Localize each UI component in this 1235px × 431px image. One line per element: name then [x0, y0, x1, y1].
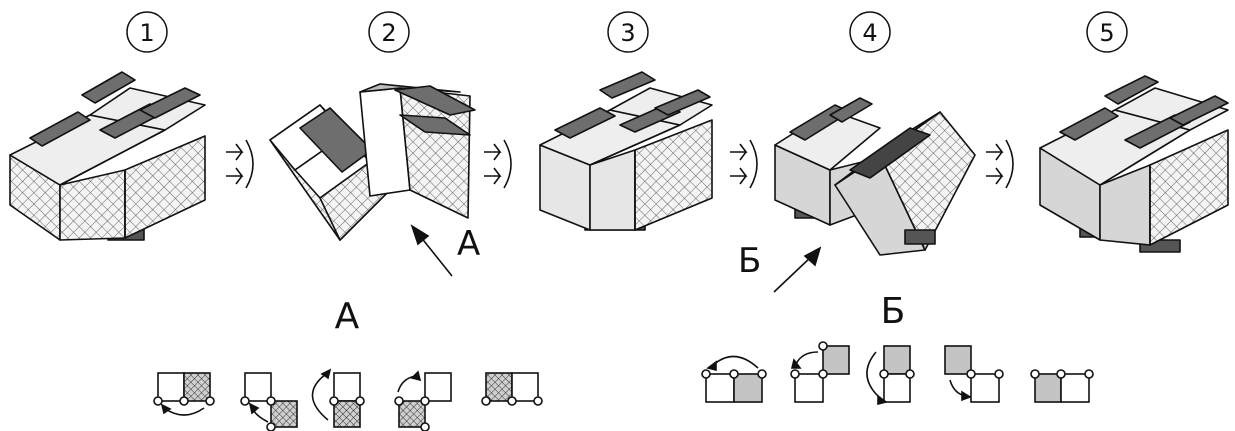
- step-number-3-label: 3: [620, 19, 635, 47]
- step-number-2: 2: [368, 11, 410, 53]
- schematic-b-state-3: [866, 345, 915, 406]
- schematic-a-state-4: [394, 370, 452, 431]
- schematic-a: [153, 368, 543, 431]
- step-arrow-3: [730, 139, 758, 189]
- step-1-cube-pair: [9, 71, 206, 241]
- step-arrow-2: [484, 139, 512, 189]
- schematic-a-state-1: [153, 372, 215, 416]
- step-5-cube-pair: [1039, 75, 1229, 253]
- view-a-title: А: [335, 296, 360, 337]
- view-arrow-a-label: А: [457, 224, 480, 264]
- step-3-cube-pair: [539, 71, 713, 231]
- schematic-a-state-5: [481, 372, 543, 406]
- schematic-b: [701, 341, 1094, 406]
- schematic-b-state-5: [1030, 369, 1094, 403]
- step-number-3: 3: [607, 11, 649, 53]
- step-number-1-label: 1: [139, 19, 154, 47]
- view-arrow-b: [773, 246, 822, 293]
- view-b-title: Б: [881, 291, 906, 332]
- step-number-4: 4: [849, 11, 891, 53]
- step-number-5: 5: [1086, 11, 1128, 53]
- step-2-cubes-opening: [269, 83, 476, 241]
- step-number-4-label: 4: [862, 19, 877, 47]
- step-number-2-label: 2: [381, 19, 396, 47]
- step-4-cubes-opening: [774, 97, 976, 256]
- schematic-a-state-3: [311, 368, 365, 428]
- schematic-b-state-2: [790, 341, 850, 403]
- schematic-a-state-2: [240, 372, 298, 431]
- step-arrow-4: [986, 139, 1014, 189]
- schematic-b-state-1: [701, 355, 767, 403]
- step-arrow-1: [226, 139, 254, 189]
- view-arrow-a: [410, 224, 453, 277]
- schematic-b-state-4: [944, 345, 1004, 403]
- step-number-1: 1: [126, 11, 168, 53]
- step-number-5-label: 5: [1099, 19, 1114, 47]
- view-arrow-b-label: Б: [738, 241, 761, 281]
